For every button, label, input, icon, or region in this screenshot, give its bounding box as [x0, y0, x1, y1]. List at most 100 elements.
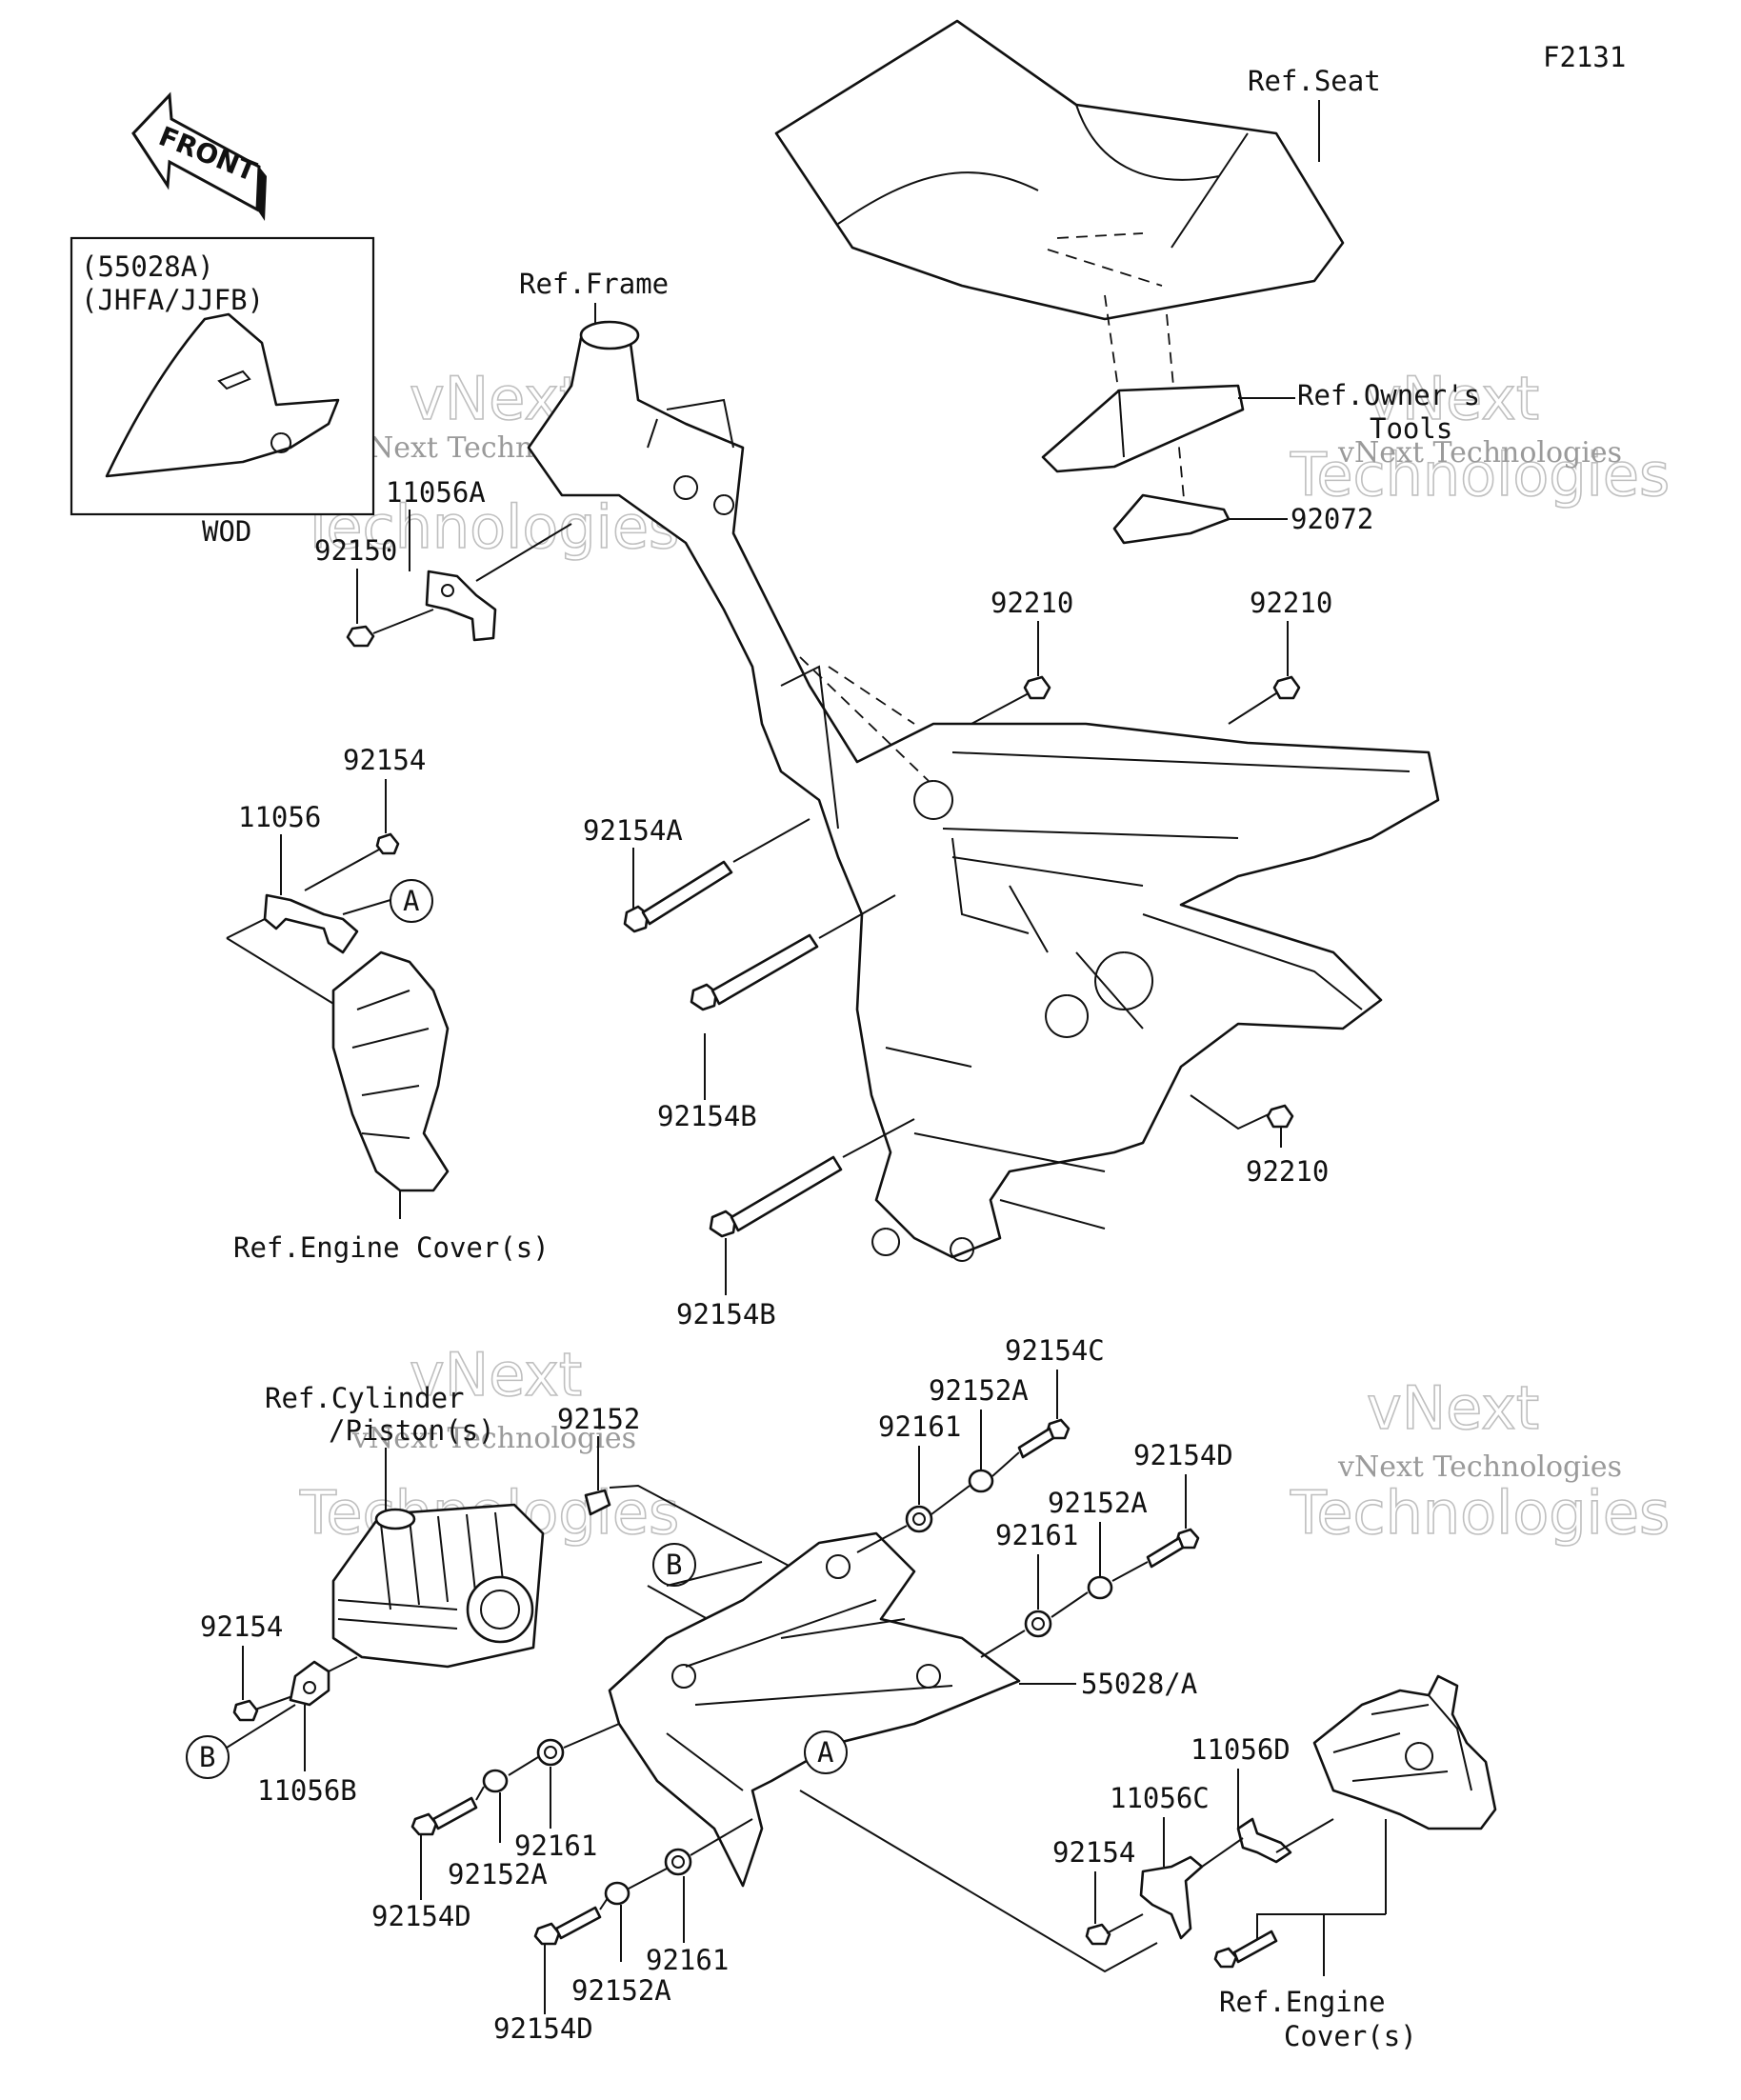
- callout-A-top: [390, 879, 433, 923]
- label-92150: 92150: [314, 534, 397, 567]
- leader-11056-axis: [226, 918, 344, 1010]
- label-ref-engine-cover-left: Ref.Engine Cover(s): [233, 1231, 550, 1264]
- label-11056D: 11056D: [1191, 1733, 1291, 1766]
- bracket-part-11056C: [1139, 1855, 1204, 1940]
- callout-B-left-label: B: [199, 1741, 215, 1773]
- label-92154-right: 92154: [1052, 1836, 1135, 1869]
- label-92154B-b: 92154B: [676, 1298, 776, 1330]
- leader-mid-stack-axis: [980, 1561, 1149, 1658]
- cover-part-55028A: [608, 1531, 1021, 1888]
- label-92154D-l2: 92154D: [493, 2012, 593, 2045]
- bolt-part-92154-left: [232, 1699, 259, 1722]
- leader-11056C-axis: [1201, 1837, 1244, 1868]
- label-ref-engine-cover-right-2: Cover(s): [1284, 2020, 1417, 2052]
- label-11056A: 11056A: [386, 476, 486, 509]
- bracket-part-11056: [263, 893, 359, 954]
- label-92072: 92072: [1291, 503, 1373, 535]
- nut-part-92210-c: [1266, 1104, 1294, 1129]
- label-92154B-a: 92154B: [657, 1100, 757, 1132]
- label-55028A: 55028/A: [1081, 1668, 1197, 1700]
- leader-l2-stack-axis: [599, 1818, 753, 1910]
- leader-engine-cover-right: [1256, 1819, 1387, 1948]
- label-92154A: 92154A: [583, 814, 683, 847]
- label-92152A-l2: 92152A: [571, 1974, 671, 2007]
- label-92152A-mid: 92152A: [1048, 1487, 1148, 1519]
- callout-B-mid-label: B: [666, 1549, 682, 1581]
- nut-part-92210-b: [1272, 675, 1301, 700]
- grommet-part-92161-top: [905, 1505, 933, 1533]
- label-ref-cylinder-1: Ref.Cylinder: [265, 1382, 465, 1414]
- strap-part-92072: [1112, 493, 1231, 545]
- inset-caption: WOD: [202, 515, 251, 548]
- watermark-company: vNext Technologies: [1337, 436, 1622, 470]
- label-ref-cylinder-2: /Piston(s): [329, 1414, 495, 1447]
- watermark-company: vNext Technologies: [1337, 1450, 1622, 1484]
- washer-part-92152A-top: [968, 1469, 994, 1493]
- watermark-brand: vNext: [1367, 364, 1539, 433]
- callout-A-mid-label: A: [817, 1736, 833, 1769]
- frame-part: [527, 320, 1440, 1262]
- leader-92210-c-axis: [1190, 1094, 1270, 1130]
- leader-92154-left-axis: [254, 1694, 296, 1710]
- leader-upper-stack-axis: [856, 1451, 1020, 1553]
- leader-92150-axis: [372, 523, 572, 634]
- bolt-part-92154C: [1017, 1418, 1071, 1459]
- label-92152A-top: 92152A: [929, 1374, 1029, 1407]
- label-92152A-l1: 92152A: [448, 1858, 548, 1890]
- wod-cover-detail: [217, 370, 292, 453]
- label-92154D-l1: 92154D: [371, 1900, 471, 1932]
- tool-bag-part: [1041, 384, 1245, 473]
- label-92161-l1: 92161: [514, 1830, 597, 1862]
- label-92161-top: 92161: [878, 1410, 961, 1443]
- figure-id: F2131: [1543, 41, 1626, 73]
- collar-part-92152: [584, 1489, 611, 1516]
- leader-92154-right-axis: [1106, 1913, 1144, 1934]
- label-ref-engine-cover-right-1: Ref.Engine: [1219, 1986, 1386, 2018]
- label-92152: 92152: [557, 1403, 640, 1435]
- bolt-part-92154D-l1: [410, 1796, 478, 1836]
- leader-92154B-b-axis: [842, 1118, 915, 1158]
- label-92210-c: 92210: [1246, 1155, 1329, 1188]
- bolt-part-engine-cover-right: [1213, 1930, 1278, 1969]
- bolt-part-92154D-right: [1146, 1528, 1200, 1569]
- label-92154-top: 92154: [343, 744, 426, 776]
- inset-box: (55028A) (JHFA/JJFB) WOD: [70, 236, 375, 548]
- bracket-part-11056A: [425, 570, 497, 642]
- cylinder-part: [331, 1503, 545, 1669]
- watermark-word: Technologies: [1290, 440, 1670, 510]
- leader-92154B-a-axis: [818, 894, 896, 939]
- label-92210-a: 92210: [991, 587, 1073, 619]
- nut-part-92210-a: [1023, 675, 1051, 700]
- label-92154D-right: 92154D: [1133, 1439, 1233, 1471]
- label-92210-b: 92210: [1250, 587, 1332, 619]
- leader-11056D-axis: [1275, 1818, 1334, 1853]
- label-92154-left: 92154: [200, 1610, 283, 1643]
- label-92161-l2: 92161: [646, 1944, 729, 1976]
- washer-part-92152A-l1: [482, 1769, 509, 1793]
- front-arrow-icon: FRONT: [131, 91, 267, 221]
- watermark-company: vNext Technologies: [351, 1422, 636, 1455]
- bolt-part-92154-right: [1085, 1923, 1111, 1946]
- leader-92154-top-axis: [304, 849, 380, 891]
- grommet-part-92161-mid: [1024, 1610, 1052, 1638]
- callout-A-top-label: A: [403, 885, 419, 917]
- leader-l1-stack-axis: [475, 1723, 620, 1801]
- wod-cover-part: [105, 312, 340, 478]
- washer-part-92152A-l2: [604, 1881, 630, 1906]
- watermark-brand: vNext: [1367, 1373, 1539, 1443]
- label-92154C: 92154C: [1005, 1334, 1105, 1367]
- bolt-part-92154B-b: [709, 1155, 843, 1238]
- callout-B-left: [186, 1735, 230, 1779]
- leader-92210-a-axis: [971, 692, 1030, 725]
- leader-92154A-axis: [732, 818, 810, 863]
- label-92161-mid: 92161: [995, 1519, 1078, 1551]
- leader-11056B-to-B: [226, 1656, 358, 1749]
- bracket-part-11056D: [1236, 1817, 1292, 1864]
- label-ref-owners-tools-2: Tools: [1370, 412, 1452, 445]
- bolt-part-92154A: [623, 860, 733, 933]
- leader-92152-axis: [609, 1484, 791, 1568]
- callout-A-mid: [804, 1730, 848, 1774]
- leader-11056-to-A: [342, 899, 391, 915]
